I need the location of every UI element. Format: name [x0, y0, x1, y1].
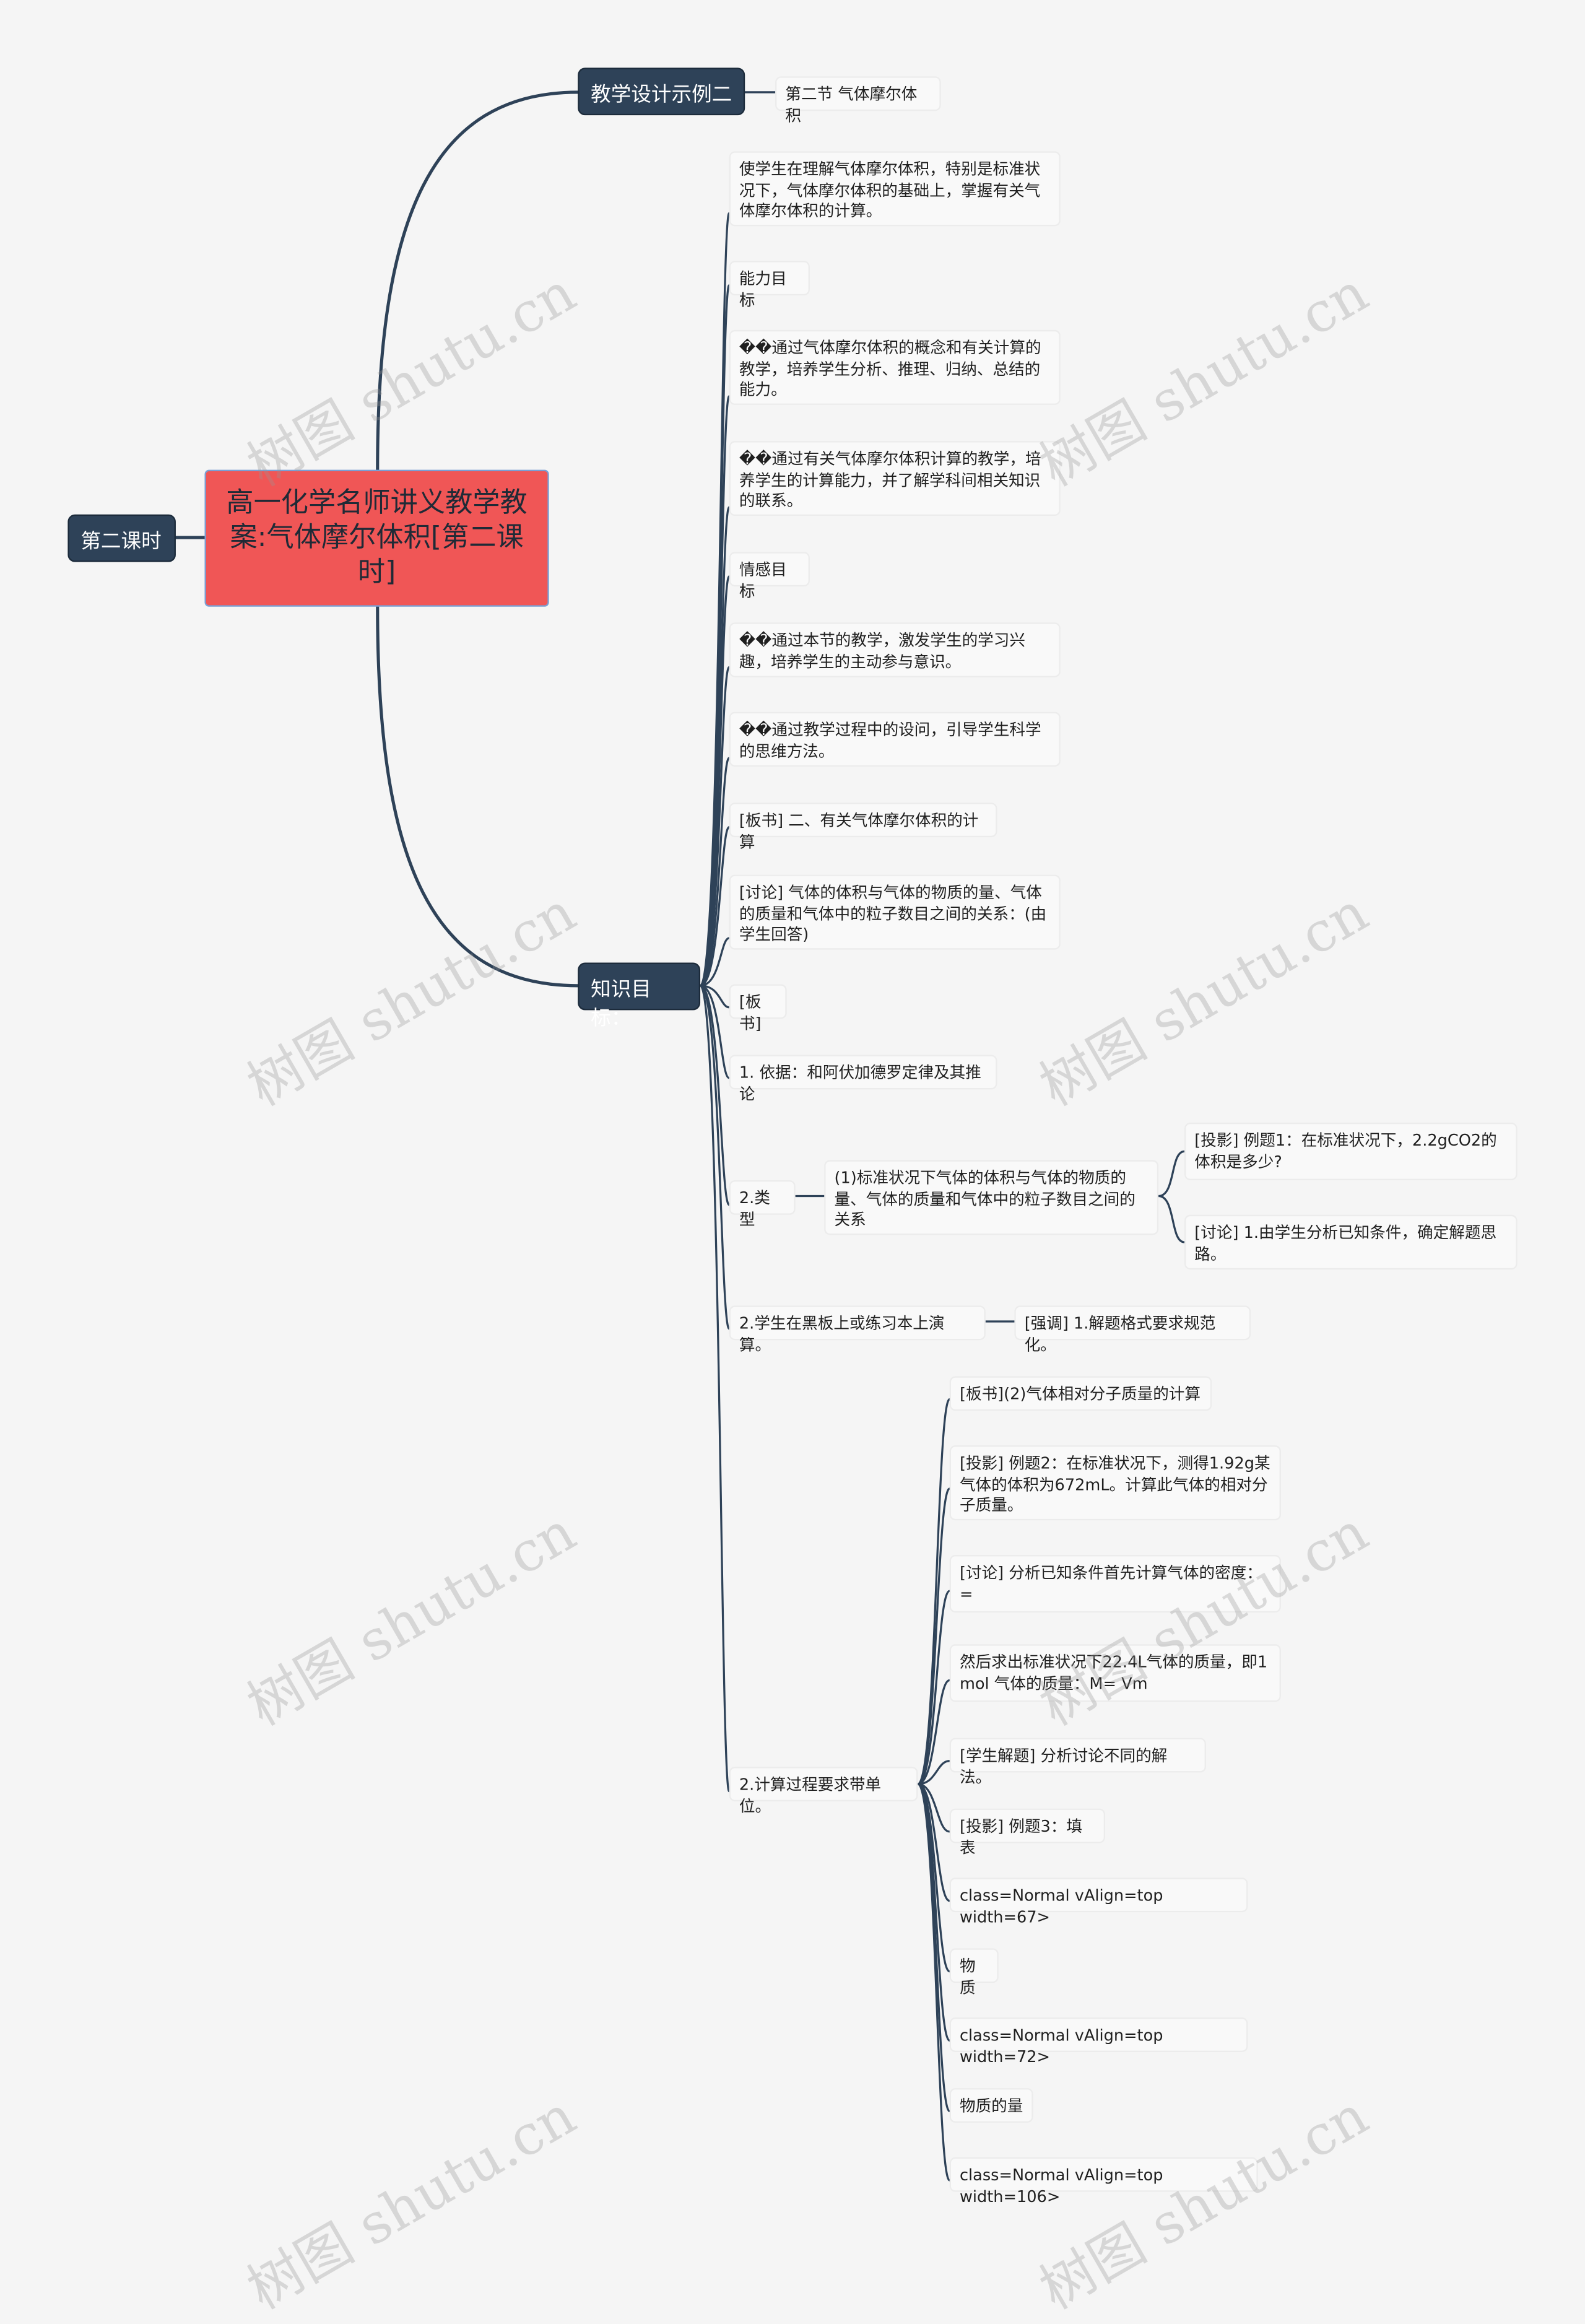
practice-child[interactable]: [强调] 1.解题格式要求规范化。 [1014, 1305, 1251, 1354]
goal-item[interactable]: 情感目标 [729, 552, 810, 600]
units-child[interactable]: [投影] 例题2：在标准状况下，测得1.92g某气体的体积为672mL。计算此气… [949, 1445, 1281, 1521]
units-child[interactable]: class=Normal vAlign=top width=67> [949, 1878, 1248, 1926]
units-child[interactable]: class=Normal vAlign=top width=72> [949, 2017, 1248, 2066]
type-grandchild[interactable]: [讨论] 1.由学生分析已知条件，确定解题思路。 [1184, 1214, 1518, 1270]
units-child[interactable]: 然后求出标准状况下22.4L气体的质量，即1 mol 气体的质量：M= Vm [949, 1644, 1281, 1702]
goal-item[interactable]: ��通过气体摩尔体积的概念和有关计算的教学，培养学生分析、推理、归纳、总结的能力… [729, 329, 1061, 405]
branch-teaching-design-child[interactable]: 第二节 气体摩尔体积 [775, 76, 941, 124]
units-child[interactable]: [讨论] 分析已知条件首先计算气体的密度：= [949, 1555, 1281, 1613]
units-child[interactable]: 物质的量 [949, 2088, 1033, 2123]
type-grandchild[interactable]: [投影] 例题1：在标准状况下，2.2gCO2的体积是多少? [1184, 1122, 1518, 1180]
goal-item[interactable]: [讨论] 气体的体积与气体的物质的量、气体的质量和气体中的粒子数目之间的关系：(… [729, 874, 1061, 950]
goal-item[interactable]: ��通过本节的教学，激发学生的学习兴趣，培养学生的主动参与意识。 [729, 622, 1061, 677]
connector-lines [174, 90, 1186, 2182]
mind-map-canvas: 高一化学名师讲义教学教案:气体摩尔体积[第二课时] 第二课时 教学设计示例二 第… [67, 67, 1518, 2322]
units-child[interactable]: 物质 [949, 1948, 999, 1996]
goal-item-practice[interactable]: 2.学生在黑板上或练习本上演算。 [729, 1305, 986, 1354]
branch-knowledge-goal[interactable]: 知识目标： [578, 962, 701, 1030]
goal-item[interactable]: 使学生在理解气体摩尔体积，特别是标准状况下，气体摩尔体积的基础上，掌握有关气体摩… [729, 151, 1061, 227]
type-child[interactable]: (1)标准状况下气体的体积与气体的物质的量、气体的质量和气体中的粒子数目之间的关… [824, 1160, 1159, 1235]
units-child[interactable]: [投影] 例题3：填表 [949, 1808, 1106, 1857]
left-topic-lesson[interactable]: 第二课时 [67, 514, 176, 562]
branch-teaching-design[interactable]: 教学设计示例二 [578, 67, 745, 116]
goal-item[interactable]: [板书] 二、有关气体摩尔体积的计算 [729, 803, 997, 851]
goal-item[interactable]: 能力目标 [729, 261, 810, 309]
goal-item[interactable]: 1. 依据：和阿伏加德罗定律及其推论 [729, 1055, 997, 1103]
goal-item[interactable]: ��通过有关气体摩尔体积计算的教学，培养学生的计算能力，并了解学科间相关知识的联… [729, 441, 1061, 516]
units-child[interactable]: [学生解题] 分析讨论不同的解法。 [949, 1738, 1206, 1787]
goal-item[interactable]: ��通过教学过程中的设问，引导学生科学的思维方法。 [729, 712, 1061, 767]
root-topic[interactable]: 高一化学名师讲义教学教案:气体摩尔体积[第二课时] [204, 469, 549, 607]
goal-item-units[interactable]: 2.计算过程要求带单位。 [729, 1767, 918, 1815]
goal-item[interactable]: [板书] [729, 984, 787, 1032]
goal-item-type[interactable]: 2.类型 [729, 1180, 796, 1229]
units-child[interactable]: [板书](2)气体相对分子质量的计算 [949, 1376, 1212, 1411]
units-child[interactable]: class=Normal vAlign=top width=106> [949, 2157, 1258, 2206]
